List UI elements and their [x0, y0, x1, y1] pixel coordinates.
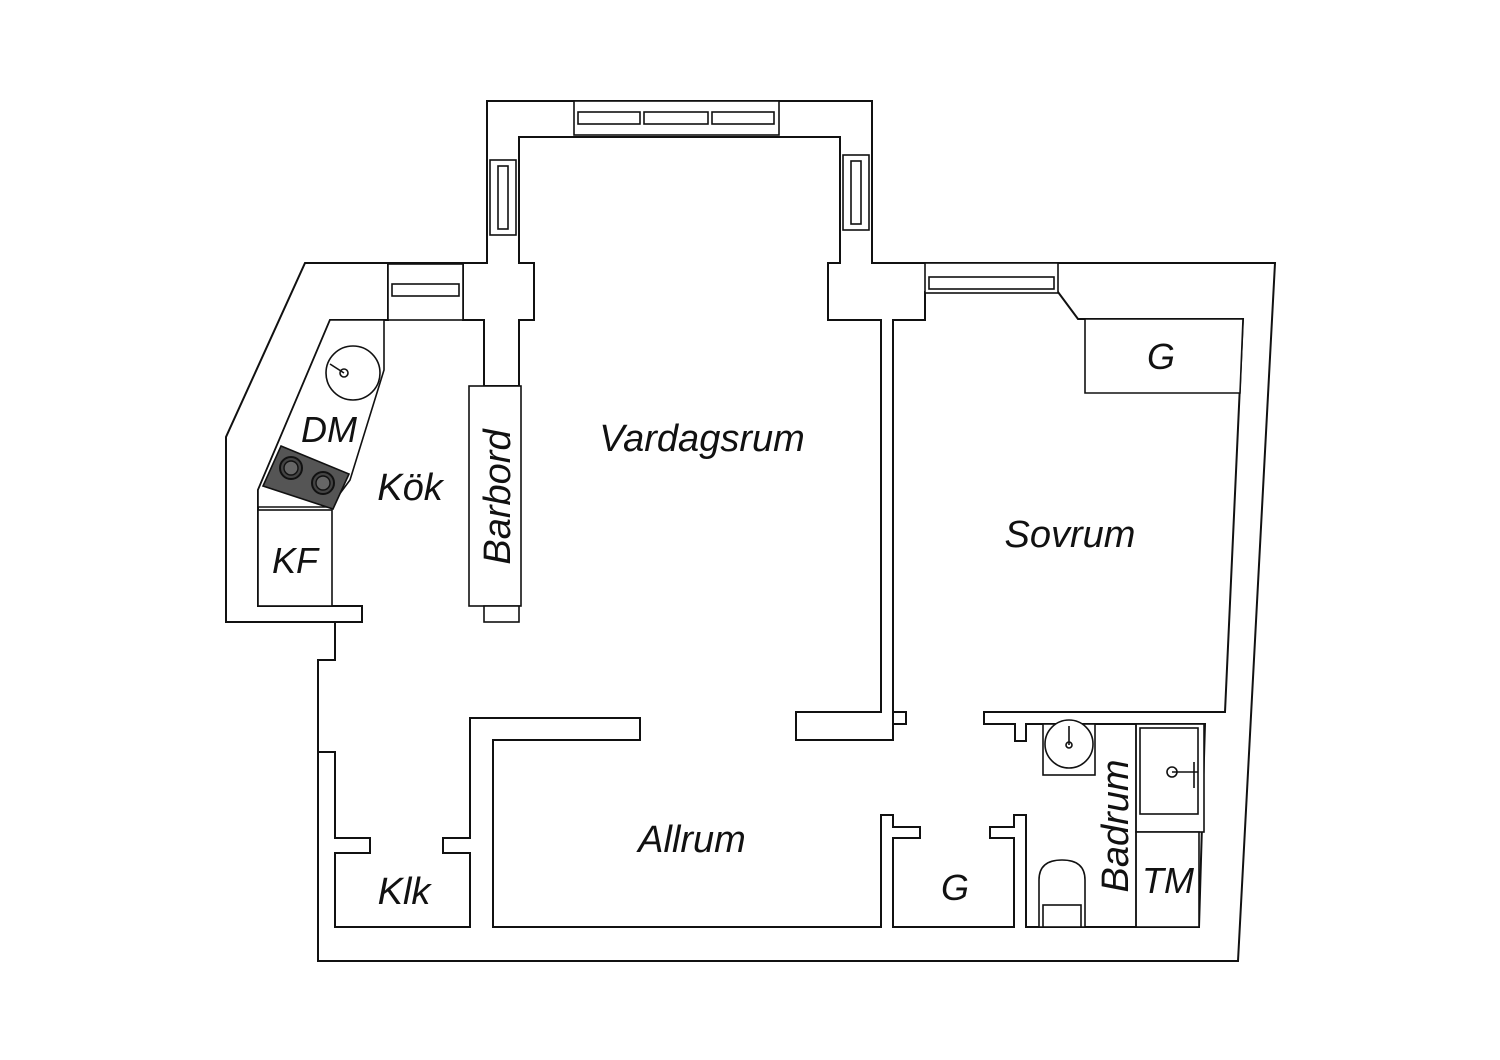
stove-icon [261, 444, 351, 510]
window-bay-right [842, 154, 870, 231]
fixture-label-dm: DM [301, 409, 357, 450]
windows [387, 100, 1059, 321]
kitchen-counter [257, 319, 385, 510]
room-label-badrum: Badrum [1095, 759, 1137, 892]
sink-icon [325, 345, 381, 401]
fixture-label-kf: KF [272, 540, 320, 581]
toilet-icon [1038, 859, 1086, 928]
room-label-klk: Klk [378, 871, 433, 913]
fixture-label-g-hall: G [941, 867, 969, 908]
bar-counter-base [483, 605, 520, 623]
room-label-allrum: Allrum [636, 819, 746, 861]
washing-machine [1135, 831, 1200, 928]
room-label-vardagsrum: Vardagsrum [599, 418, 805, 460]
window-kitchen [387, 263, 464, 321]
fixture-label-g-bedroom: G [1147, 336, 1175, 377]
window-bedroom [924, 262, 1059, 294]
fixture-label-tm: TM [1142, 860, 1194, 901]
bathroom-fixtures [1038, 719, 1205, 928]
wardrobe-bedroom [1084, 318, 1244, 394]
fridge-freezer [257, 509, 333, 607]
room-label-sovrum: Sovrum [1005, 514, 1136, 556]
room-label-kok: Kök [377, 467, 444, 509]
labels: Vardagsrum Sovrum Kök Allrum Klk Badrum … [272, 336, 1194, 913]
fixture-label-barbord: Barbord [477, 428, 519, 565]
window-bay-left [489, 159, 517, 236]
window-top [573, 100, 780, 136]
